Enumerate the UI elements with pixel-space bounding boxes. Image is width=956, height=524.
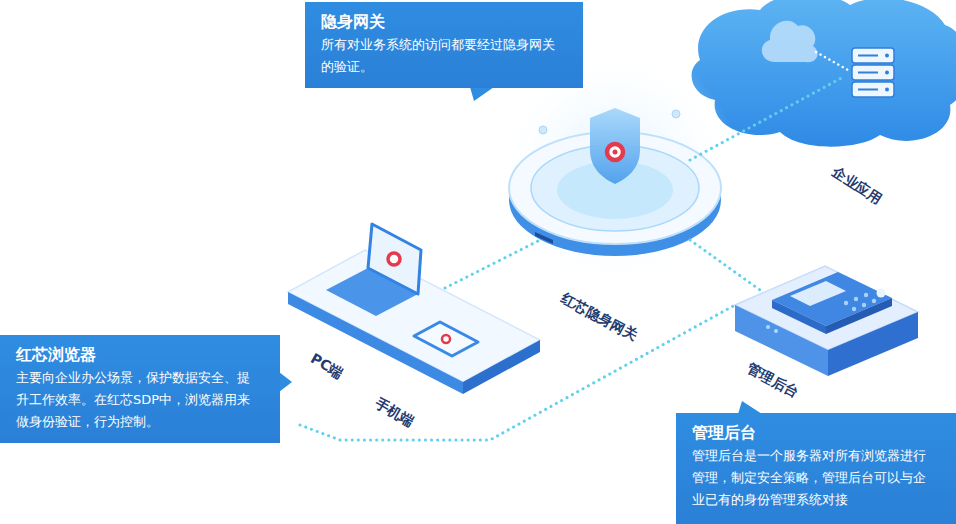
tablet [414,322,478,356]
rack-icon-part [852,65,894,80]
rack-icon-part [858,72,878,74]
figure-label: 企业应用 [829,163,885,208]
admin-server-part [766,325,770,329]
gateway-node: 红芯隐身网关 [540,95,690,255]
rack-icon-part [852,82,894,97]
admin-server-part [852,307,856,311]
rack-icon-part [885,88,889,92]
gateway-logo-dot [613,150,618,155]
rack-icon-part [852,48,894,63]
callout-title: 隐身网关 [321,10,565,34]
dotted-link [690,76,845,160]
decor-dot [539,126,547,134]
app-server-node: 企业应用 [845,45,900,103]
client-platform [288,224,540,394]
admin-server-part [872,299,876,303]
connectors [300,76,845,440]
callout-tails [279,87,762,414]
admin-server-part [774,329,778,333]
admin-server-node: 管理后台 [735,290,918,380]
client-platform-node: PC端手机端 [285,225,445,425]
rack-icon-part [858,55,878,57]
figure-label: 红芯隐身网关 [558,290,640,344]
platform-side [463,340,540,394]
unit-side [826,298,892,334]
admin-server-part [854,297,858,301]
callout-box: 管理后台管理后台是一个服务器对所有浏览器进行管理，制定安全策略，管理后台可以与企… [676,413,956,524]
rack-icon-part [858,89,878,91]
decor-dot [672,110,680,118]
rack-icon-part [885,71,889,75]
rack-icon [852,48,894,97]
admin-server [735,266,918,376]
callout-body: 主要向企业办公场景，保护数据安全、提升工作效率。在红芯SDP中，浏览器用来做身份… [16,367,262,433]
gateway-ring [531,145,699,231]
laptop-logo [388,253,400,265]
rack-icon-part [885,54,889,58]
callout-box: 隐身网关所有对业务系统的访问都要经过隐身网关的验证。 [305,2,583,88]
tablet-logo [442,335,450,343]
callout-body: 所有对业务系统的访问都要经过隐身网关的验证。 [321,34,565,78]
gateway-top [509,132,721,244]
callout-body: 管理后台是一个服务器对所有浏览器进行管理，制定安全策略，管理后台可以与企业已有的… [692,445,938,511]
laptop-screen [368,224,421,294]
gateway-logo [607,144,623,160]
unit-front [772,300,826,334]
dotted-link [690,240,760,290]
callout-title: 管理后台 [692,421,938,445]
unit-top [772,272,892,326]
dotted-link [445,240,540,288]
cloud-link [816,52,848,70]
figure-label: 手机端 [372,395,417,431]
callout-title: 红芯浏览器 [16,343,262,367]
admin-server-part [877,289,886,298]
figure-label: 管理后台 [744,360,801,401]
unit-display [790,281,846,306]
admin-server-part [844,301,848,305]
admin-server-part [864,293,868,297]
callout-tail [279,372,292,392]
cloud-icon [762,21,818,63]
callout-box: 红芯浏览器主要向企业办公场景，保护数据安全、提升工作效率。在红芯SDP中，浏览器… [0,335,280,443]
gateway-shield [590,108,640,184]
admin-server-part [862,303,866,307]
figure-label: PC端 [308,350,346,382]
dotted-link [300,305,735,440]
callout-tail [470,87,494,101]
